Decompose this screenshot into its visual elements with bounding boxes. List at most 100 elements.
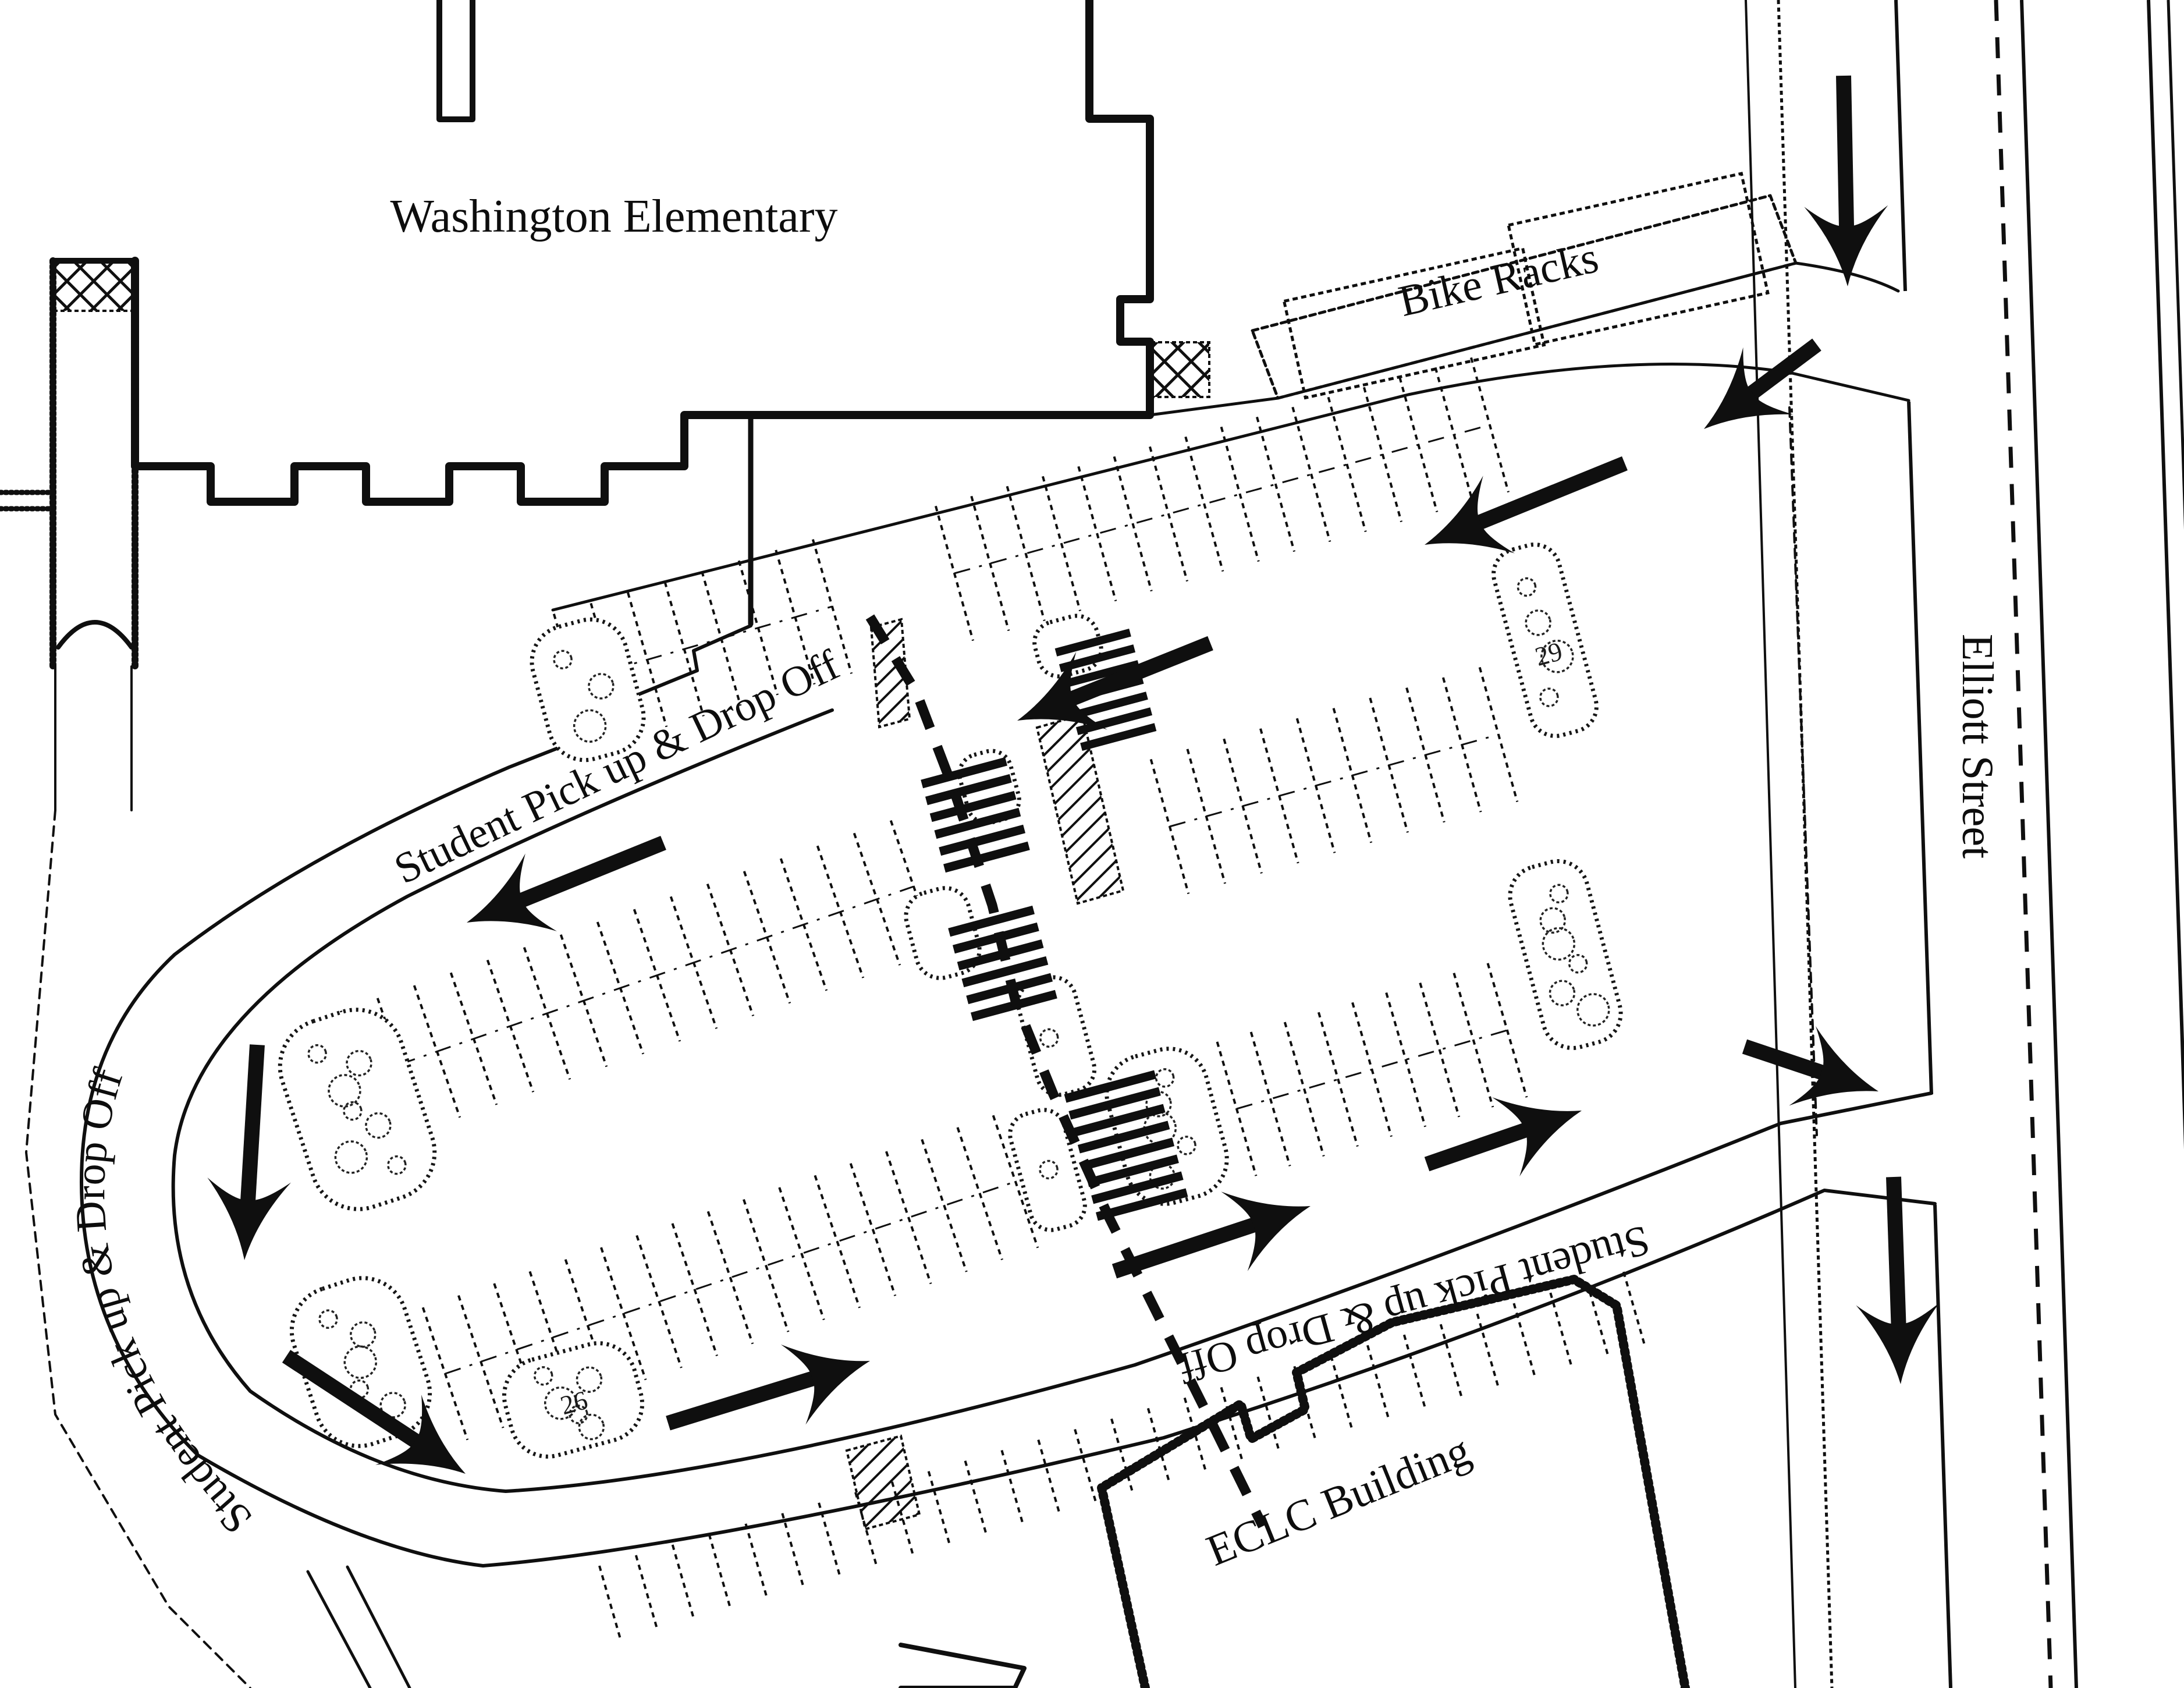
crosshatch-building-annex — [1150, 341, 1210, 398]
parking-stall-line — [1037, 1439, 1061, 1515]
parking-stall-line — [486, 959, 535, 1093]
tree-icon — [553, 650, 573, 669]
north-aisle-south-edge — [551, 363, 1910, 612]
tree-icon — [533, 1366, 553, 1386]
traffic-arrow-head — [467, 853, 557, 931]
traffic-arrow-shaft — [282, 1350, 423, 1450]
parking-stall-line — [708, 1534, 731, 1609]
island-border — [904, 886, 982, 980]
parking-stall-line — [596, 921, 645, 1055]
crosswalk-stripe — [948, 905, 1035, 937]
pickup-dropoff-left-label: Student Pick up & Drop Off — [66, 1063, 261, 1542]
crosswalk-stripe — [961, 956, 1049, 988]
parking-stall-line — [1149, 446, 1188, 582]
bike-rack-box — [1507, 172, 1770, 346]
crosswalk-stripe — [1071, 691, 1148, 719]
parking-stall-line — [671, 1544, 695, 1619]
parking-stall-line — [1512, 1303, 1536, 1378]
parking-stall-line — [1470, 357, 1510, 493]
parking-stall-line — [854, 1492, 878, 1567]
parking-stall-line — [1249, 1031, 1291, 1166]
parking-stall-line — [853, 832, 901, 966]
parking-stall-line — [1385, 992, 1427, 1127]
parking-row-centerline — [1169, 733, 1499, 828]
parking-stall-line — [701, 570, 742, 706]
crosswalk-stripe — [1064, 1070, 1157, 1103]
parking-stall-line — [1405, 687, 1446, 823]
parking-stall-line — [600, 1247, 647, 1381]
parking-stall-line — [1402, 1334, 1427, 1409]
parking-stall-line — [1113, 456, 1153, 592]
parking-stall-line — [633, 909, 681, 1042]
parking-stall-line — [1434, 367, 1474, 503]
parking-stall-line — [457, 1295, 505, 1428]
traffic-arrow-shaft — [1473, 456, 1628, 531]
traffic-arrow-head — [1221, 1191, 1311, 1271]
parking-stall-line — [564, 1259, 612, 1392]
parking-stall-line — [559, 934, 608, 1068]
parking-stall-line — [743, 1199, 790, 1332]
parking-stall-line — [737, 560, 779, 696]
traffic-arrow-head — [1856, 1302, 1940, 1384]
parking-stall-line — [671, 1223, 718, 1356]
tree-icon — [307, 1044, 327, 1064]
traffic-arrow-shaft — [1836, 75, 1855, 231]
parking-stall-line — [1327, 396, 1367, 533]
traffic-arrow-head — [1492, 1097, 1582, 1177]
street-line — [1907, 401, 1933, 1095]
crosswalk-stripe — [1077, 1120, 1170, 1154]
parking-stall-line — [992, 1115, 1039, 1249]
island-border — [289, 1276, 432, 1448]
parking-stall-line — [1183, 1397, 1208, 1472]
parking-row-centerline — [445, 1180, 1016, 1375]
parking-row-centerline — [363, 885, 914, 1078]
parking-stall-line — [964, 1460, 988, 1535]
tree-icon — [387, 1155, 407, 1175]
parking-stall-line — [598, 1565, 622, 1640]
parking-stall-line — [634, 1555, 659, 1630]
traffic-arrow-head — [1789, 1026, 1878, 1106]
traffic-arrow-shaft — [516, 835, 666, 909]
parking-stall-line — [1351, 1002, 1393, 1137]
hatched-zone-walkway-top — [869, 618, 911, 729]
parking-stall-line — [1283, 1022, 1325, 1157]
roof-notch — [436, 0, 475, 122]
crosswalk-stripe — [1054, 629, 1131, 657]
parking-island — [1008, 1108, 1087, 1232]
parking-stall-line — [627, 592, 668, 728]
parking-stall-line — [1006, 485, 1046, 622]
parking-stall-line — [889, 820, 938, 953]
crosshatch-corridor-top — [52, 260, 136, 312]
parking-stall-line — [816, 845, 865, 978]
tree-icon — [379, 1392, 406, 1419]
eclc-corner-structure — [899, 1643, 1027, 1688]
parking-stall-line — [1369, 697, 1409, 833]
parking-stall-line — [1149, 758, 1190, 895]
parking-island — [904, 886, 982, 980]
street-line — [1933, 1204, 1952, 1688]
parking-island — [278, 1008, 437, 1211]
crosswalk-stripe — [1091, 1171, 1184, 1204]
parking-island — [530, 617, 646, 763]
parking-stall-line — [1366, 1345, 1390, 1420]
eclc-building-outline — [1097, 1275, 1690, 1688]
island-border — [502, 1341, 645, 1459]
crosswalk-stripe — [1073, 1104, 1166, 1137]
parking-stall-line — [1622, 1271, 1646, 1346]
parking-stall-line — [1074, 1428, 1098, 1503]
parking-stall-line — [1332, 708, 1373, 843]
island-border — [1491, 542, 1599, 738]
parking-stall-line — [1478, 666, 1519, 803]
traffic-arrow-head — [207, 1177, 292, 1260]
parking-stall-line — [528, 1271, 576, 1405]
crosswalk-stripe — [921, 757, 1007, 789]
parking-stall-line — [779, 858, 828, 991]
tree-icon — [1177, 1136, 1196, 1155]
parking-stall-line — [635, 1235, 683, 1368]
parking-stall-line — [1363, 386, 1402, 523]
traffic-arrow-shaft — [1424, 1122, 1532, 1172]
crosswalk-stripe — [1082, 1137, 1175, 1171]
parking-stall-line — [1110, 1418, 1134, 1493]
